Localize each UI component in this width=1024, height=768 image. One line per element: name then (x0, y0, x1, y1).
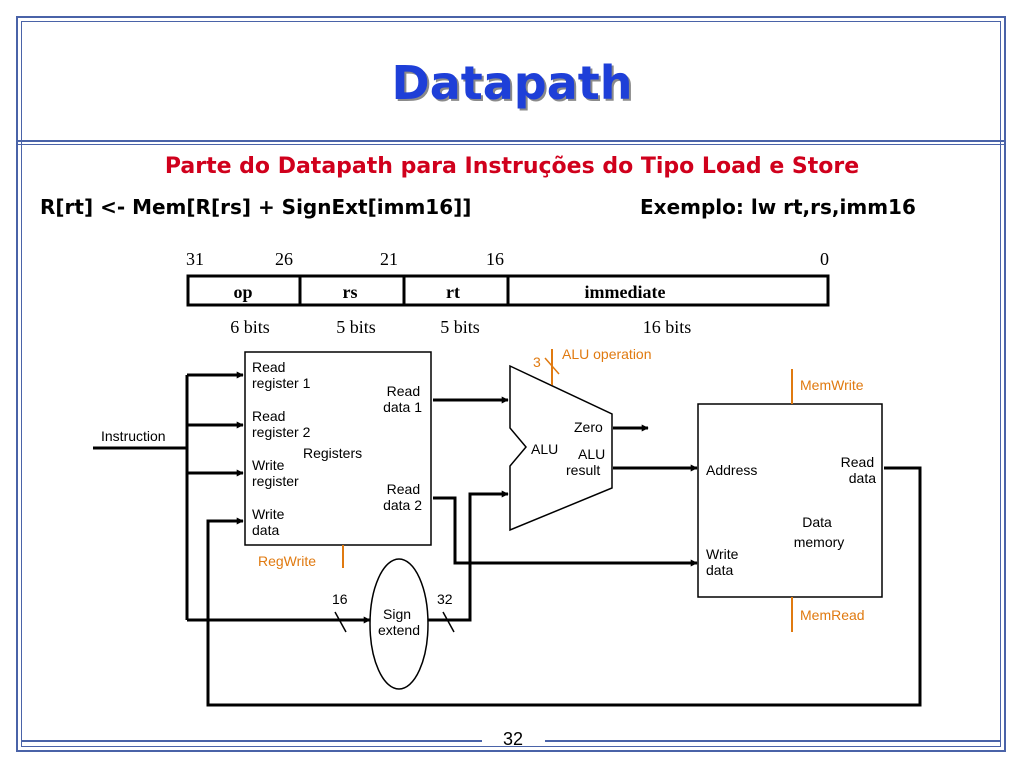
label-memwrite: MemWrite (800, 377, 864, 393)
rtl-description: R[rt] <- Mem[R[rs] + SignExt[imm16]] (40, 195, 472, 219)
label-read-data-2: Read data 2 (383, 481, 424, 513)
wire-sign-extend-out (428, 490, 509, 622)
label-alu: ALU (531, 441, 558, 457)
memory-controls: MemWrite MemRead (791, 369, 865, 632)
field-rs: rs (343, 282, 358, 302)
slide-title: Datapath (391, 56, 633, 110)
field-rt: rt (446, 282, 460, 302)
field-immediate: immediate (585, 282, 666, 302)
label-register-write-data: Write data (252, 506, 288, 538)
sign-extend-block: Sign extend 16 32 (332, 558, 455, 690)
label-memread: MemRead (800, 607, 865, 623)
label-registers: Registers (303, 445, 362, 461)
sign-extend-shape (369, 558, 429, 690)
data-memory-box (697, 403, 883, 598)
wire-read-data-2 (433, 496, 698, 567)
field-op: op (233, 282, 252, 302)
field-width-op: 6 bits (230, 317, 270, 337)
alu-operation-control: 3 ALU operation (533, 346, 652, 385)
bit-position-31: 31 (186, 249, 204, 269)
example-instruction: Exemplo: lw rt,rs,imm16 (640, 195, 916, 219)
field-width-rs: 5 bits (336, 317, 376, 337)
label-sign-extend-out-bits: 32 (437, 591, 453, 607)
label-write-register: Write register (252, 457, 299, 489)
label-memory-write-data: Write data (706, 546, 742, 578)
field-width-immediate: 16 bits (643, 317, 692, 337)
title-divider (17, 140, 1005, 142)
instruction-format: 31 26 21 16 0 op rs rt immediate 6 bits … (186, 249, 830, 337)
alu-operation-bus-tick (544, 357, 560, 375)
registers-box (244, 351, 432, 546)
label-data-memory: Data memory (794, 514, 845, 550)
regwrite-control: RegWrite (258, 545, 344, 569)
wire-writeback (206, 466, 922, 707)
title-divider-thin (17, 144, 1005, 145)
alu-block: ALU Zero ALU result (509, 364, 613, 532)
slide-subtitle: Parte do Datapath para Instruções do Tip… (164, 154, 860, 179)
bit-position-21: 21 (380, 249, 398, 269)
alu-shape (509, 364, 613, 532)
bit-position-0: 0 (820, 249, 829, 269)
page-number: 32 (502, 729, 524, 749)
sign-extend-in-bus-tick (334, 611, 347, 633)
label-read-data-1: Read data 1 (383, 383, 424, 415)
label-regwrite: RegWrite (258, 553, 316, 569)
label-read-register-1: Read register 1 (252, 359, 311, 391)
label-zero: Zero (574, 419, 603, 435)
footer-rule-left (22, 740, 482, 742)
wires (93, 371, 922, 707)
label-address: Address (706, 462, 757, 478)
label-instruction: Instruction (101, 428, 166, 444)
label-read-register-2: Read register 2 (252, 408, 311, 440)
label-memory-read-data: Read data (841, 454, 878, 486)
label-sign-extend-in-bits: 16 (332, 591, 348, 607)
field-width-rt: 5 bits (440, 317, 480, 337)
sign-extend-out-bus-tick (442, 611, 455, 633)
registers-block: Read register 1 Read register 2 Write re… (244, 351, 432, 546)
slide-frame-outer (16, 16, 1006, 752)
label-alu-operation: ALU operation (562, 346, 652, 362)
bit-position-26: 26 (275, 249, 293, 269)
data-memory-block: Address Read data Data memory Write data (697, 403, 883, 598)
footer-rule-right (545, 740, 1000, 742)
label-alu-result: ALU result (566, 446, 609, 478)
bit-position-16: 16 (486, 249, 504, 269)
label-sign-extend: Sign extend (378, 606, 420, 638)
label-alu-operation-bits: 3 (533, 354, 541, 370)
slide-frame-inner (21, 21, 1001, 747)
